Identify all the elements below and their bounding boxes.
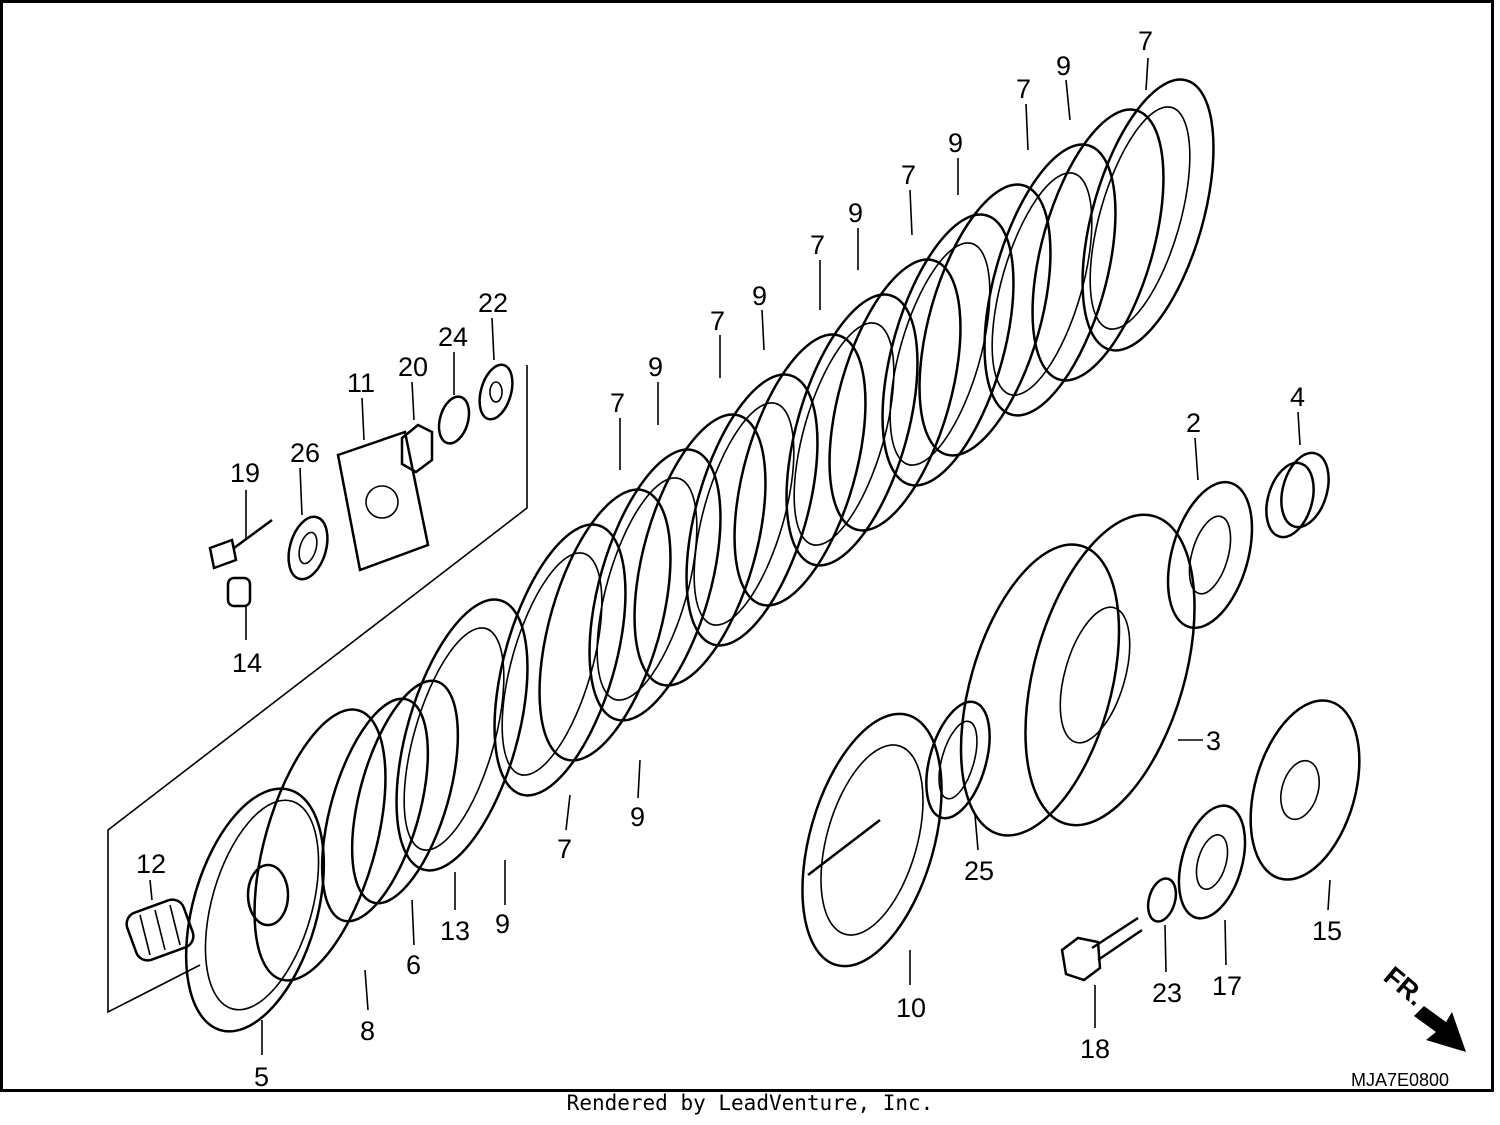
leader-lines xyxy=(149,57,1331,1055)
callout-26: 26 xyxy=(290,438,320,468)
callout-18: 18 xyxy=(1080,1034,1110,1064)
callout-10: 10 xyxy=(896,993,926,1023)
callout-9: 9 xyxy=(1056,51,1071,81)
callout-9: 9 xyxy=(752,281,767,311)
pressure-plate xyxy=(184,787,326,1033)
clutch-outer xyxy=(959,513,1196,837)
oil-pump-drive-gear xyxy=(1249,699,1361,881)
callout-9: 9 xyxy=(848,198,863,228)
render-credit: Rendered by LeadVenture, Inc. xyxy=(566,1091,934,1115)
callout-7: 7 xyxy=(810,230,825,260)
callout-15: 15 xyxy=(1312,916,1342,946)
bearing xyxy=(287,515,329,581)
callout-25: 25 xyxy=(964,856,994,886)
callout-20: 20 xyxy=(398,352,428,382)
washer-small xyxy=(437,395,471,445)
callout-3: 3 xyxy=(1206,726,1221,756)
callout-17: 17 xyxy=(1212,971,1242,1001)
diagram-frame xyxy=(0,0,1494,1092)
callout-24: 24 xyxy=(438,322,468,352)
primary-drive-gear xyxy=(1166,480,1254,630)
subassembly-outline xyxy=(107,365,528,1014)
callout-12: 12 xyxy=(136,849,166,879)
callout-11: 11 xyxy=(347,368,375,398)
callout-22: 22 xyxy=(478,288,508,318)
callout-9: 9 xyxy=(648,352,663,382)
diagram-code: MJA7E0800 xyxy=(1351,1070,1450,1090)
callout-5: 5 xyxy=(254,1062,269,1092)
front-direction-arrow xyxy=(1414,1006,1466,1052)
thrust-washer xyxy=(925,700,991,820)
callout-13: 13 xyxy=(440,916,470,946)
lifter-bolt xyxy=(208,518,273,570)
callout-4: 4 xyxy=(1290,382,1305,412)
lifter-plate xyxy=(336,430,430,572)
clutch-center xyxy=(801,712,943,968)
callout-9: 9 xyxy=(495,909,510,939)
sprocket-17 xyxy=(1177,804,1247,920)
callout-19: 19 xyxy=(230,458,260,488)
flange-bolt xyxy=(1060,916,1143,982)
collar xyxy=(1265,451,1330,539)
callout-23: 23 xyxy=(1152,978,1182,1008)
washer-23 xyxy=(1146,877,1178,923)
dowel-pin xyxy=(226,576,252,608)
lock-nut xyxy=(400,423,434,474)
callout-8: 8 xyxy=(360,1016,375,1046)
front-direction-label: FR. xyxy=(1378,961,1431,1012)
callout-7: 7 xyxy=(610,388,625,418)
callout-7: 7 xyxy=(1138,26,1153,56)
callout-7: 7 xyxy=(557,834,572,864)
callout-14: 14 xyxy=(232,648,262,678)
callout-7: 7 xyxy=(710,306,725,336)
callout-6: 6 xyxy=(406,950,421,980)
clutch-plate-stack xyxy=(253,78,1215,982)
callout-2: 2 xyxy=(1186,408,1201,438)
callout-9: 9 xyxy=(948,128,963,158)
callout-7: 7 xyxy=(1016,74,1031,104)
callout-7: 7 xyxy=(901,160,916,190)
washer-22 xyxy=(478,363,514,421)
clutch-spring xyxy=(125,898,195,962)
callout-labels: 7 9 7 9 7 9 7 9 7 9 7 9 7 9 13 6 8 5 12 … xyxy=(136,26,1342,1092)
callout-9: 9 xyxy=(630,802,645,832)
